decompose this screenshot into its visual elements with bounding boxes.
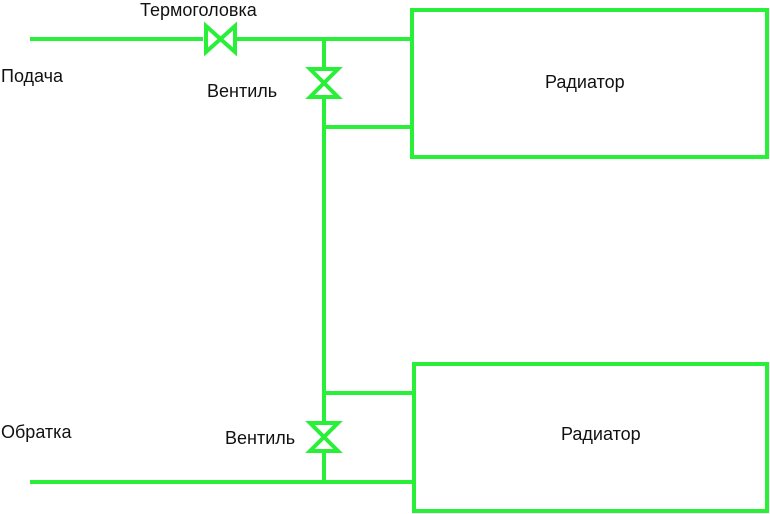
thermo-head-valve-icon: [204, 21, 237, 57]
supply-label: Подача: [1, 66, 64, 86]
top-valve-icon: [305, 67, 343, 99]
top-radiator: [410, 8, 769, 159]
return-label: Обратка: [1, 422, 72, 442]
top-radiator-label: Радиатор: [545, 72, 625, 92]
bottom-radiator-label: Радиатор: [561, 424, 641, 444]
bottom-valve-icon: [305, 421, 343, 453]
top-valve-label: Вентиль: [207, 81, 277, 101]
bottom-valve-label: Вентиль: [225, 428, 295, 448]
thermo-head-label: Термоголовка: [140, 0, 258, 20]
bottom-radiator: [412, 362, 769, 513]
